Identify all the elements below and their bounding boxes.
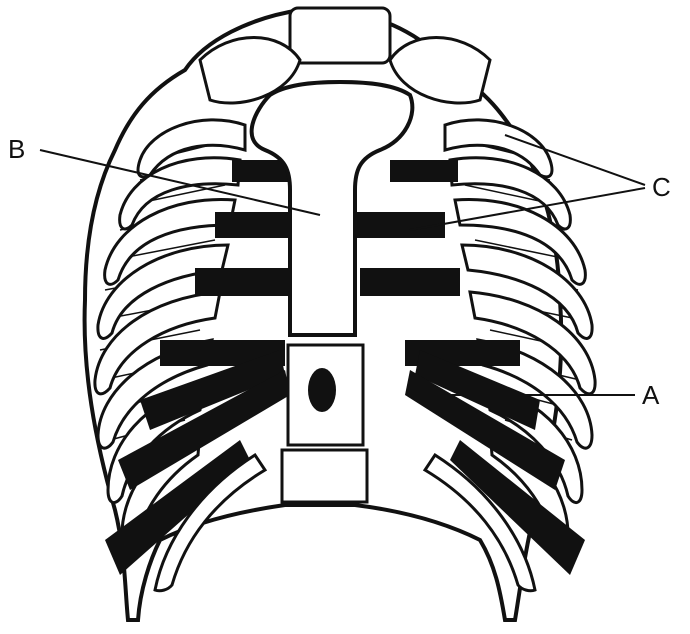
label-b: B (8, 134, 25, 164)
thoracic-vertebra (282, 345, 367, 502)
label-c: C (652, 172, 671, 202)
label-a: A (642, 380, 660, 410)
